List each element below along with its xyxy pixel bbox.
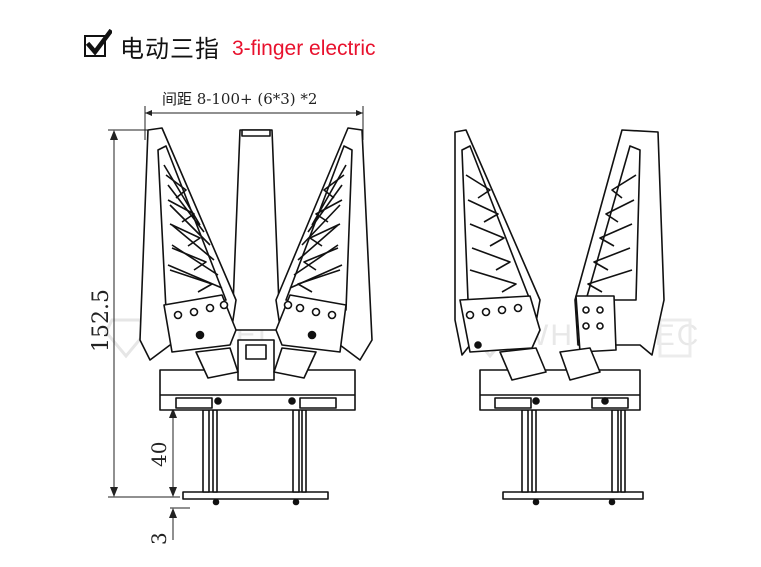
height-plate-label: 3 — [147, 532, 171, 545]
height-dimension-plate: 3 — [147, 507, 190, 545]
side-view — [454, 129, 665, 506]
height-dimension-mount: 40 — [147, 407, 206, 497]
title-english: 3-finger electric — [232, 37, 376, 60]
header: 电动三指 3-finger electric — [84, 28, 376, 64]
height-total-label: 152.5 — [89, 289, 114, 352]
spacing-label: 间距 8-100+ (6*3) *2 — [162, 90, 317, 108]
height-dimension-total: 152.5 — [89, 129, 180, 498]
height-mount-label: 40 — [147, 442, 171, 467]
front-view — [139, 127, 373, 506]
checked-checkbox-icon — [84, 29, 112, 57]
spacing-dimension: 间距 8-100+ (6*3) *2 — [144, 90, 364, 140]
title-chinese: 电动三指 — [120, 34, 220, 63]
